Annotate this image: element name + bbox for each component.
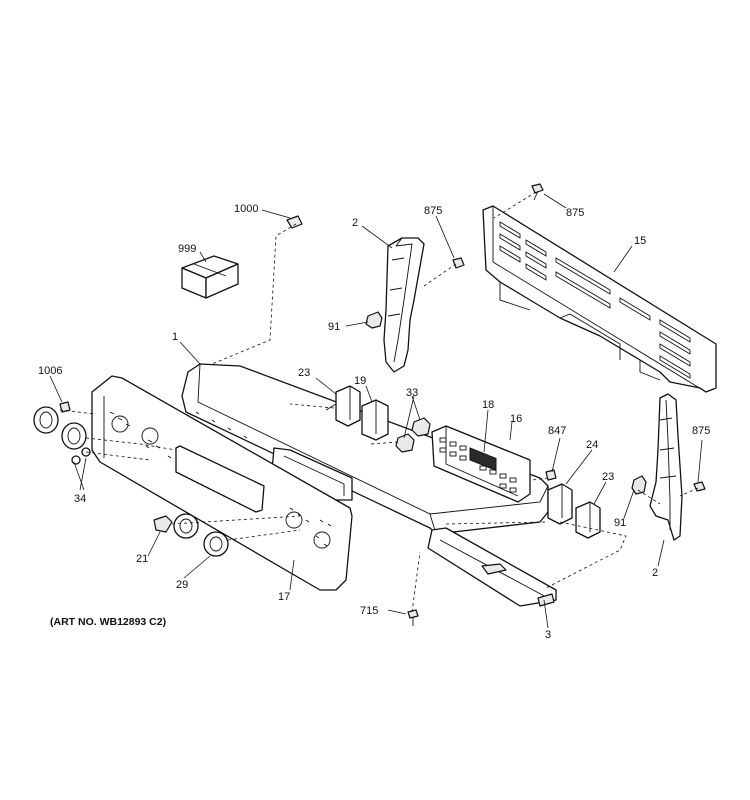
knob-middle-left: [61, 422, 87, 450]
callout-24: 24: [586, 439, 598, 451]
callout-875-right: 875: [692, 425, 710, 437]
facia-dial-marks: [109, 411, 332, 549]
callout-847: 847: [548, 425, 566, 437]
control-board-16: [431, 425, 531, 503]
callout-1000: 1000: [234, 203, 258, 215]
callout-91-left: 91: [328, 321, 340, 333]
knob-upper-left: [33, 406, 59, 434]
screw-715: [407, 609, 419, 626]
clip-91-right: [631, 475, 647, 495]
assembly-lines: [59, 191, 699, 613]
rear-bracket-15: [482, 205, 717, 393]
knob-29: [203, 531, 229, 557]
callout-labels: 1000 999 1 1006 34 21 29 17 715 3 23 19 …: [38, 203, 710, 641]
callout-1006: 1006: [38, 365, 62, 377]
screw-847: [545, 469, 557, 481]
art-number: (ART NO. WB12893 C2): [50, 616, 166, 628]
knob-29-upper: [173, 513, 199, 539]
callout-2-right: 2: [652, 567, 658, 579]
side-trim-right-2: [649, 393, 683, 541]
callout-875-top: 875: [566, 207, 584, 219]
callout-91-right: 91: [614, 517, 626, 529]
board-display-18: [469, 447, 497, 472]
switch-19: [361, 399, 389, 441]
callout-1: 1: [172, 331, 178, 343]
knob-21: [153, 515, 173, 533]
knob-small-34: [71, 455, 81, 465]
callout-33: 33: [406, 387, 418, 399]
screw-875-middle: [452, 257, 465, 269]
callout-23-right: 23: [602, 471, 614, 483]
switch-24: [547, 483, 573, 525]
callout-29: 29: [176, 579, 188, 591]
callout-34: 34: [74, 493, 86, 505]
callout-21: 21: [136, 553, 148, 565]
callout-2-left: 2: [352, 217, 358, 229]
clip-91-left: [365, 311, 383, 329]
callout-999: 999: [178, 243, 196, 255]
leader-lines: [49, 193, 703, 629]
callout-16: 16: [510, 413, 522, 425]
switch-23-left: [325, 385, 361, 427]
clip-33-upper: [411, 417, 431, 437]
callout-17: 17: [278, 591, 290, 603]
panel-trim-strip-3: [427, 527, 557, 607]
board-keypad: [439, 437, 517, 493]
facia-display-window: [175, 445, 265, 513]
callout-715: 715: [360, 605, 378, 617]
switch-23-right: [575, 501, 601, 539]
callout-19: 19: [354, 375, 366, 387]
clip-33-lower: [395, 433, 415, 453]
screw-1006: [59, 401, 71, 413]
screw-875-right: [693, 481, 706, 492]
callout-23-left: 23: [298, 367, 310, 379]
callout-3: 3: [545, 629, 551, 641]
callout-875-left: 875: [424, 205, 442, 217]
callout-18: 18: [482, 399, 494, 411]
side-trim-left-2: [383, 237, 425, 373]
bracket-slots: [499, 221, 691, 379]
callout-15: 15: [634, 235, 646, 247]
screw-1000: [286, 215, 303, 229]
screw-875-top-right: [531, 183, 544, 201]
main-panel-1: [181, 363, 549, 535]
parts-box-999: [181, 255, 239, 299]
front-facia-17: [91, 375, 353, 591]
